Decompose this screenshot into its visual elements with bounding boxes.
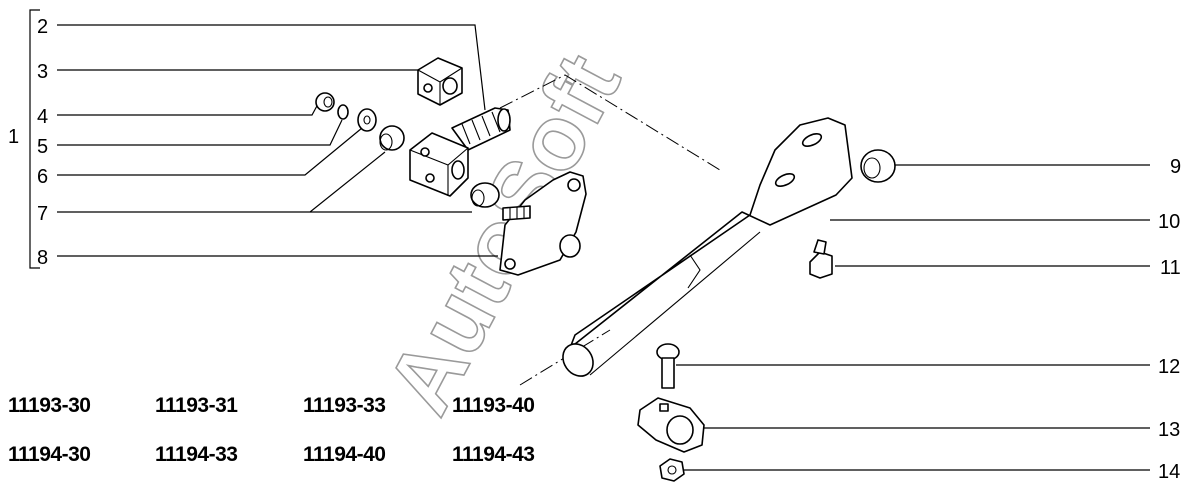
part-6-washer <box>357 108 377 132</box>
model-code: 11193-40 <box>452 394 534 417</box>
callout-10: 10 <box>1158 211 1180 233</box>
part-11-bolt <box>809 239 833 279</box>
model-code: 11194-40 <box>303 443 385 466</box>
callout-1: 1 <box>8 126 19 148</box>
part-10-lever <box>562 117 853 377</box>
part-4-nut <box>315 92 335 112</box>
callout-3: 3 <box>37 61 48 83</box>
part-7-bushing-b <box>470 182 500 208</box>
part-14-nut <box>659 458 685 482</box>
model-code: 11194-33 <box>155 443 237 466</box>
parts-4-7-washers <box>315 92 500 208</box>
callout-labels: 1 2 3 4 5 6 7 8 9 10 11 12 13 14 <box>8 16 1181 483</box>
model-code: 11194-30 <box>8 443 90 466</box>
callout-12: 12 <box>1158 356 1180 378</box>
model-code: 11194-43 <box>452 443 534 466</box>
part-5-spring-washer <box>337 104 349 120</box>
model-code: 11193-31 <box>155 394 238 417</box>
callout-8: 8 <box>37 247 48 269</box>
callout-11: 11 <box>1160 257 1181 279</box>
part-8-plate <box>499 171 587 276</box>
part-7-bushing-a <box>379 125 405 151</box>
part-9-bushing <box>860 149 896 183</box>
callout-14: 14 <box>1158 461 1180 483</box>
callout-9: 9 <box>1170 156 1181 178</box>
callout-7: 7 <box>37 203 48 225</box>
model-code: 11193-30 <box>8 394 90 417</box>
callout-5: 5 <box>37 136 48 158</box>
part-3-block <box>417 57 463 106</box>
group-bracket <box>29 9 40 269</box>
callout-6: 6 <box>37 166 48 188</box>
part-2-shaft-block <box>409 107 511 197</box>
part-13-clip <box>637 397 705 453</box>
model-code: 11193-33 <box>303 394 385 417</box>
callout-2: 2 <box>37 16 48 38</box>
callout-4: 4 <box>37 106 48 128</box>
callout-13: 13 <box>1158 419 1180 441</box>
model-codes: 11193-30 11193-31 11193-33 11193-40 1119… <box>8 394 535 466</box>
part-12-pin <box>656 343 680 389</box>
leader-lines <box>57 24 1150 471</box>
